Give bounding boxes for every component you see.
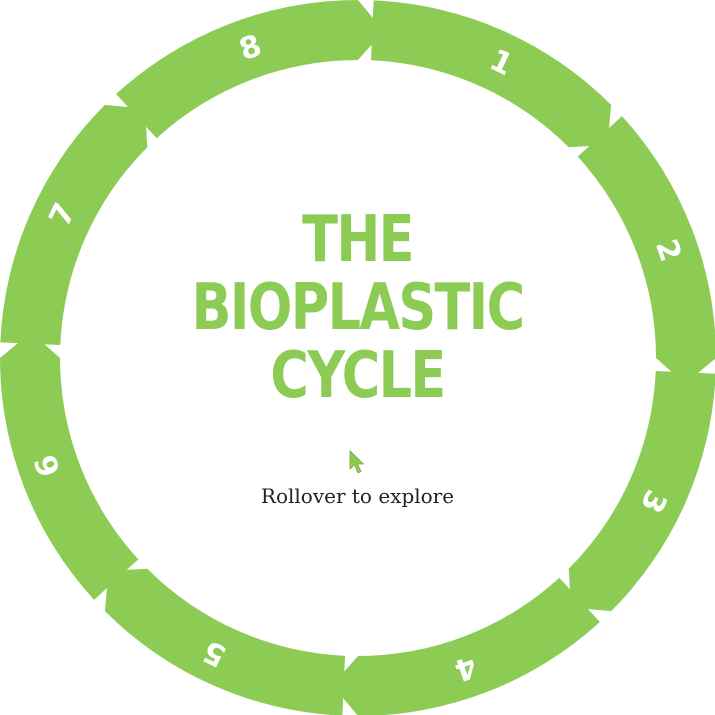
cycle-segment-shape-3[interactable] — [568, 371, 715, 612]
pointer-cursor-icon — [349, 450, 365, 474]
title-line-cycle: CYCLE — [270, 339, 446, 413]
cycle-segment-shape-2[interactable] — [577, 116, 715, 384]
cycle-segment-shape-8[interactable] — [116, 0, 384, 139]
cycle-segment-shape-1[interactable] — [371, 0, 612, 148]
cycle-segment-shape-5[interactable] — [104, 568, 345, 715]
cycle-segment-shape-6[interactable] — [0, 332, 139, 600]
title-line-bioplastic: BIOPLASTIC — [191, 271, 526, 345]
cycle-title: THE BIOPLASTIC CYCLE — [64, 206, 650, 410]
title-line-the: THE — [302, 203, 414, 277]
cycle-segment-8[interactable]: 8 — [116, 0, 384, 139]
cycle-segment-1[interactable]: 1 — [371, 0, 612, 148]
rollover-instruction: Rollover to explore — [260, 484, 455, 508]
cycle-segment-4[interactable]: 4 — [332, 577, 600, 715]
cycle-segment-shape-4[interactable] — [332, 577, 600, 715]
cycle-segment-shape-7[interactable] — [0, 104, 148, 345]
cycle-segment-5[interactable]: 5 — [104, 568, 345, 715]
